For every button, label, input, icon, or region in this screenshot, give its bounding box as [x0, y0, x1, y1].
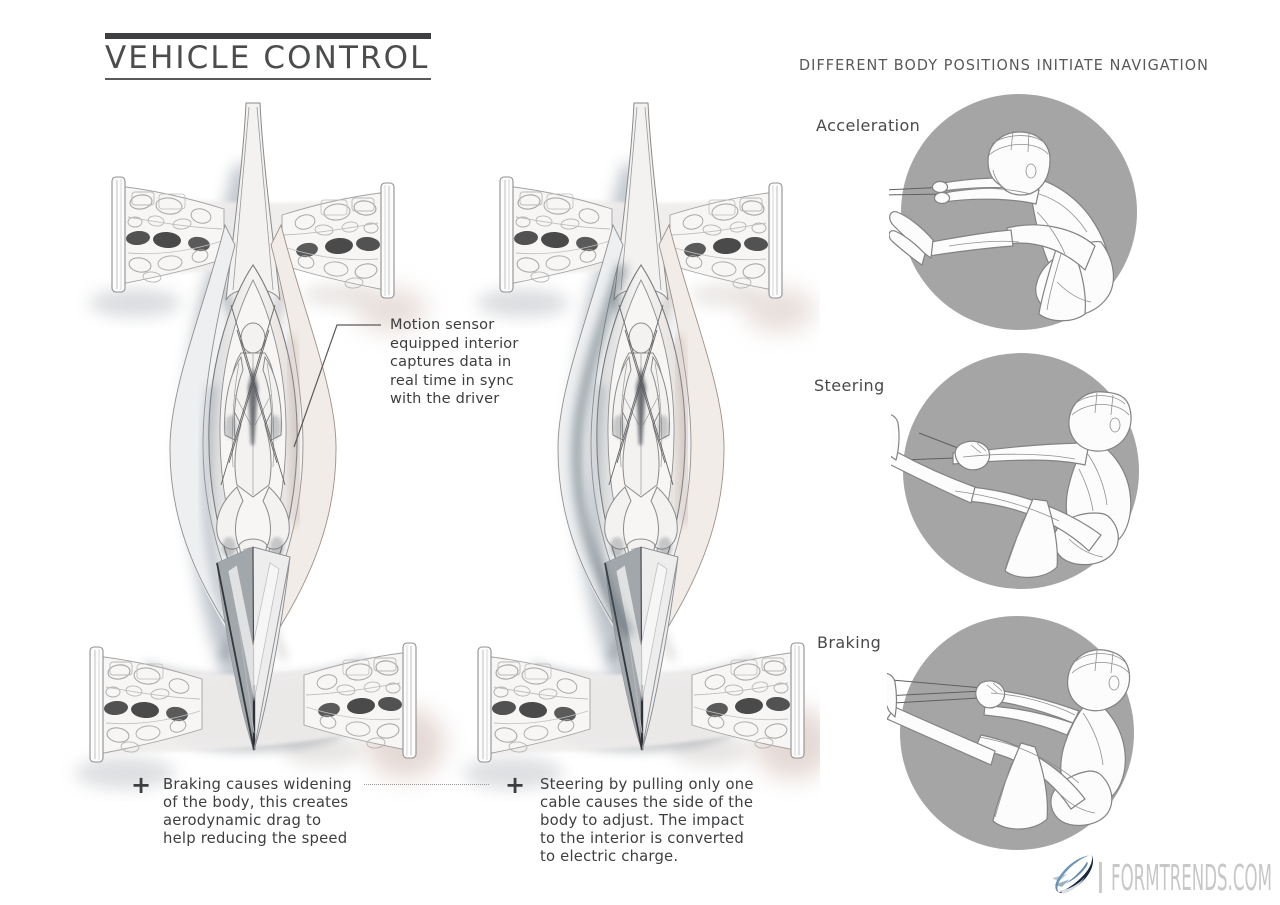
vehicle-left-braking-view — [75, 103, 445, 789]
steering-figure-details — [954, 392, 1130, 570]
vehicle-center-steering-view — [463, 103, 820, 789]
acceleration-figure-details — [948, 130, 1092, 311]
formtrends-logo-icon — [1052, 854, 1094, 894]
annotation-text: Motion sensor equipped interior captures… — [390, 317, 519, 408]
label-acceleration: Acceleration — [816, 116, 921, 135]
watermark-divider — [1099, 862, 1102, 893]
figure-braking — [887, 616, 1134, 850]
title-underline — [105, 78, 431, 80]
figure-steering — [891, 353, 1139, 589]
acceleration-figure — [889, 131, 1114, 322]
label-braking: Braking — [817, 633, 882, 652]
callout-braking: Braking causes widening of the body, thi… — [163, 776, 352, 847]
figure-acceleration — [889, 94, 1137, 330]
watermark-text: FORMTRENDS.COM — [1111, 858, 1272, 899]
right-section-header: DIFFERENT BODY POSITIONS INITIATE NAVIGA… — [799, 56, 1209, 74]
page-title: VEHICLE CONTROL — [105, 40, 430, 76]
braking-figure — [887, 649, 1131, 830]
label-steering: Steering — [814, 376, 885, 395]
title-top-bar — [105, 33, 431, 39]
callout-steering: Steering by pulling only one cable cause… — [540, 776, 754, 865]
annotation-leader-line — [293, 324, 381, 448]
vehicle-illustrations — [0, 0, 820, 905]
watermark: FORMTRENDS.COM — [1050, 851, 1280, 903]
plus-marker-left: + — [131, 771, 152, 799]
dotted-connector-line — [364, 784, 489, 785]
plus-marker-right: + — [505, 771, 526, 799]
braking-figure-details — [978, 650, 1130, 818]
title-block: VEHICLE CONTROL — [105, 33, 431, 80]
